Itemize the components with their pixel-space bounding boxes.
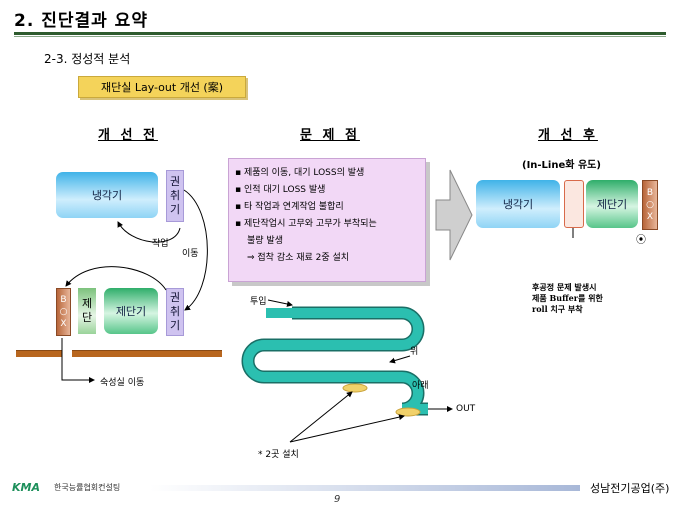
- after-cooler: 냉각기: [476, 180, 560, 228]
- page-title: 2. 진단결과 요약: [14, 11, 148, 31]
- before-winder-bottom: 권 취 기: [166, 288, 184, 336]
- winder-char: 기: [169, 203, 181, 216]
- problem-item-cont: 불량 발생: [247, 236, 283, 246]
- problem-solution: ⇒ 접착 감소 재료 2중 설치: [247, 253, 350, 263]
- callout-line: 제품 Buffer를 위한: [532, 293, 603, 303]
- after-symbol: ⦿: [636, 235, 646, 246]
- move-label-move: 이동: [182, 249, 199, 259]
- section-subtitle: 2-3. 정성적 분석: [44, 52, 131, 66]
- company-name: 성남전기공업(주): [590, 482, 670, 495]
- problem-item: 인적 대기 LOSS 발생: [235, 182, 419, 199]
- inline-note: (In-Line화 유도): [522, 160, 601, 171]
- footer-rule: [150, 485, 580, 491]
- roll-marker-2: [395, 407, 421, 417]
- title-divider: [14, 32, 666, 35]
- box-char: X: [646, 212, 654, 222]
- before-rail-right: [72, 350, 222, 357]
- before-cutter-left: 제 단: [78, 288, 96, 334]
- roll-marker-1: [342, 383, 368, 393]
- problem-heading: 문 제 점: [300, 128, 360, 143]
- after-box: B ○ X: [642, 180, 658, 230]
- conveyor-bottom-label: 아래: [412, 381, 429, 391]
- title-divider-thin: [14, 36, 666, 37]
- box-char: B: [646, 188, 654, 198]
- before-rail-left: [16, 350, 62, 357]
- winder-char: 기: [169, 319, 181, 332]
- install-note: * 2곳 설치: [258, 450, 299, 460]
- problem-item: 제품의 이동, 대기 LOSS의 발생: [235, 165, 419, 182]
- callout-line: 후공정 문제 발생시: [532, 282, 597, 292]
- before-box: B ○ X: [56, 288, 71, 336]
- winder-char: 권: [169, 175, 181, 188]
- before-winder-top: 권 취 기: [166, 170, 184, 222]
- problem-item: 제단작업시 고무와 고무가 부착되는: [235, 216, 419, 233]
- box-char: ○: [646, 200, 654, 210]
- page-number: 9: [334, 494, 341, 505]
- plan-badge: 재단실 Lay-out 개선 (案): [78, 76, 246, 98]
- before-cooler: 냉각기: [56, 172, 158, 218]
- problem-note: 제품의 이동, 대기 LOSS의 발생 인적 대기 LOSS 발생 타 작업과 …: [228, 158, 426, 282]
- conveyor-out-label: OUT: [456, 404, 476, 414]
- problem-item: 타 작업과 연계작업 불합리: [235, 199, 419, 216]
- before-cutter: 제단기: [104, 288, 158, 334]
- conveyor-top-label: 위: [410, 347, 419, 357]
- cutter-char: 제: [81, 297, 93, 310]
- aging-move-label: 숙성실 이동: [100, 378, 145, 388]
- conveyor-input-label: 투입: [250, 297, 267, 307]
- box-char: B: [60, 295, 67, 305]
- org-name: 한국능률협회컨설팅: [54, 483, 121, 492]
- after-heading: 개 선 후: [538, 128, 598, 143]
- buffer-callout: 후공정 문제 발생시 제품 Buffer를 위한 roll 치구 부착: [532, 282, 603, 315]
- callout-line: roll 치구 부착: [532, 304, 583, 314]
- move-label-work: 작업: [152, 239, 169, 249]
- winder-char: 취: [169, 189, 181, 202]
- cutter-char: 단: [81, 311, 93, 324]
- after-cutter: 제단기: [586, 180, 638, 228]
- winder-char: 권: [169, 291, 181, 304]
- buffer-roll: [564, 180, 584, 228]
- before-heading: 개 선 전: [98, 128, 158, 143]
- winder-char: 취: [169, 305, 181, 318]
- box-char: ○: [59, 307, 68, 317]
- box-char: X: [60, 319, 67, 329]
- kma-logo: KMA: [12, 481, 40, 494]
